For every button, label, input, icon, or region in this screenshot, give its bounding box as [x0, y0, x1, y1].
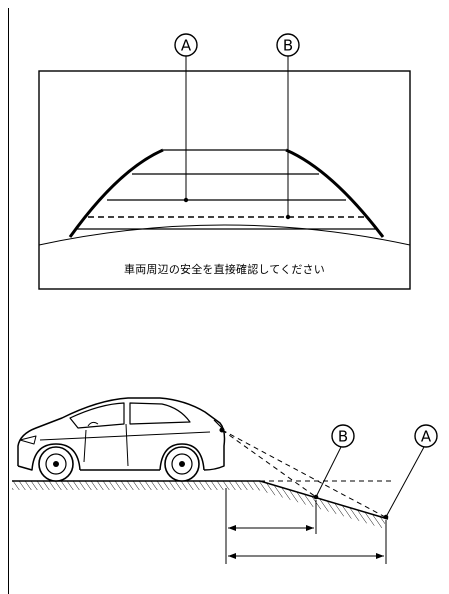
ground-line-slope	[259, 480, 389, 520]
marker-b-bottom-label: B	[338, 428, 348, 446]
sight-line-a	[221, 429, 388, 519]
marker-a-top-label: A	[181, 37, 192, 55]
rear-wheel	[164, 446, 200, 482]
marker-a-leader-bottom	[385, 446, 425, 518]
ground-hatching-slope	[258, 481, 388, 528]
marker-b-leader-bottom	[315, 446, 342, 498]
ground-hatching-flat	[12, 481, 260, 490]
vehicle-side-view	[17, 397, 226, 471]
marker-a-top: A	[174, 33, 198, 57]
marker-b-top-label: B	[283, 37, 293, 55]
marker-a-bottom-label: A	[421, 428, 432, 446]
guide-line-left	[68, 148, 164, 238]
front-wheel	[38, 446, 74, 482]
marker-a-dot-top	[183, 197, 189, 203]
marker-a-bottom: A	[414, 424, 438, 448]
marker-b-top: B	[276, 33, 300, 57]
monitor-warning-caption: 車両周辺の安全を直接確認してください	[124, 263, 325, 276]
sight-line-b	[221, 429, 317, 498]
bumper-edge	[38, 224, 411, 246]
guide-line-right	[285, 148, 385, 238]
monitor-frame	[38, 70, 411, 290]
page-left-border	[8, 8, 9, 594]
marker-b-dot-top	[285, 214, 291, 220]
marker-b-bottom: B	[331, 424, 355, 448]
dimension-arrow-a	[228, 553, 384, 559]
dimension-arrow-b	[228, 525, 314, 531]
